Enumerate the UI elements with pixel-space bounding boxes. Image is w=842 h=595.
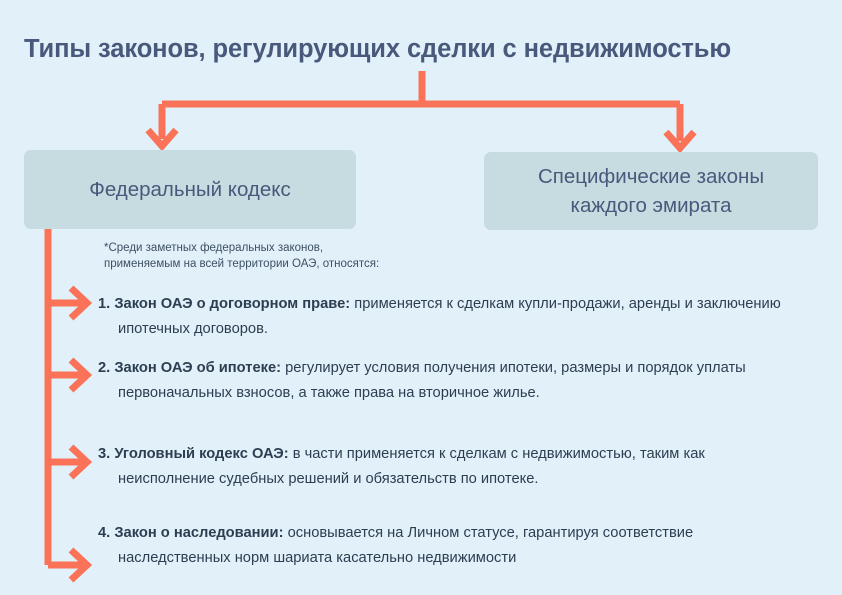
- category-label-emirate-laws: Специфические законы каждого эмирата: [537, 165, 765, 217]
- list-item-lead: Закон ОАЭ об ипотеке: [114, 360, 277, 376]
- list-item-number: 1.: [98, 296, 111, 312]
- list-item-description: регулирует условия получения ипотеки, ра…: [118, 360, 746, 401]
- list-item: 4. Закон о наследовании: основывается на…: [98, 521, 798, 570]
- page-title: Типы законов, регулирующих сделки с недв…: [24, 35, 732, 63]
- list-item-separator: :: [276, 360, 286, 376]
- list-item-description: в части применяется к сделкам с недвижим…: [118, 446, 705, 487]
- list-item-separator: :: [278, 525, 288, 541]
- category-label-federal-code: Федеральный кодекс: [89, 178, 291, 201]
- list-item-separator: :: [345, 296, 355, 312]
- list-item-separator: :: [283, 446, 293, 462]
- list-item-number: 2.: [98, 360, 111, 376]
- list-item: 3. Уголовный кодекс ОАЭ: в части применя…: [98, 442, 798, 491]
- list-item-lead: Закон ОАЭ о договорном праве: [114, 296, 346, 312]
- list-item-description: основывается на Личном статусе, гарантир…: [118, 525, 694, 566]
- list-item-number: 3.: [98, 446, 111, 462]
- list-item-description: применяется к сделкам купли-продажи, аре…: [118, 296, 781, 337]
- list-arrow-head-1: [68, 285, 93, 321]
- list-item-number: 4.: [98, 525, 111, 541]
- footnote-line-2: применяемым на всей территории ОАЭ, отно…: [104, 258, 380, 270]
- list-item: 2. Закон ОАЭ об ипотеке: регулирует усло…: [98, 356, 798, 405]
- list-item-lead: Уголовный кодекс ОАЭ: [114, 446, 284, 462]
- category-box-federal-code: Федеральный кодекс: [24, 150, 356, 229]
- list-arrow-head-4: [68, 547, 93, 583]
- left-arrow-head: [145, 127, 179, 152]
- list-item: 1. Закон ОАЭ о договорном праве: применя…: [98, 292, 798, 341]
- footnote: *Среди заметных федеральных законов, при…: [104, 240, 504, 272]
- category-box-emirate-laws: Специфические законы каждого эмирата: [484, 152, 818, 230]
- list-arrow-head-3: [68, 444, 93, 480]
- right-arrow-head: [663, 129, 697, 154]
- list-item-lead: Закон о наследовании: [114, 525, 279, 541]
- list-arrow-head-2: [68, 357, 93, 393]
- footnote-line-1: *Среди заметных федеральных законов,: [104, 242, 324, 254]
